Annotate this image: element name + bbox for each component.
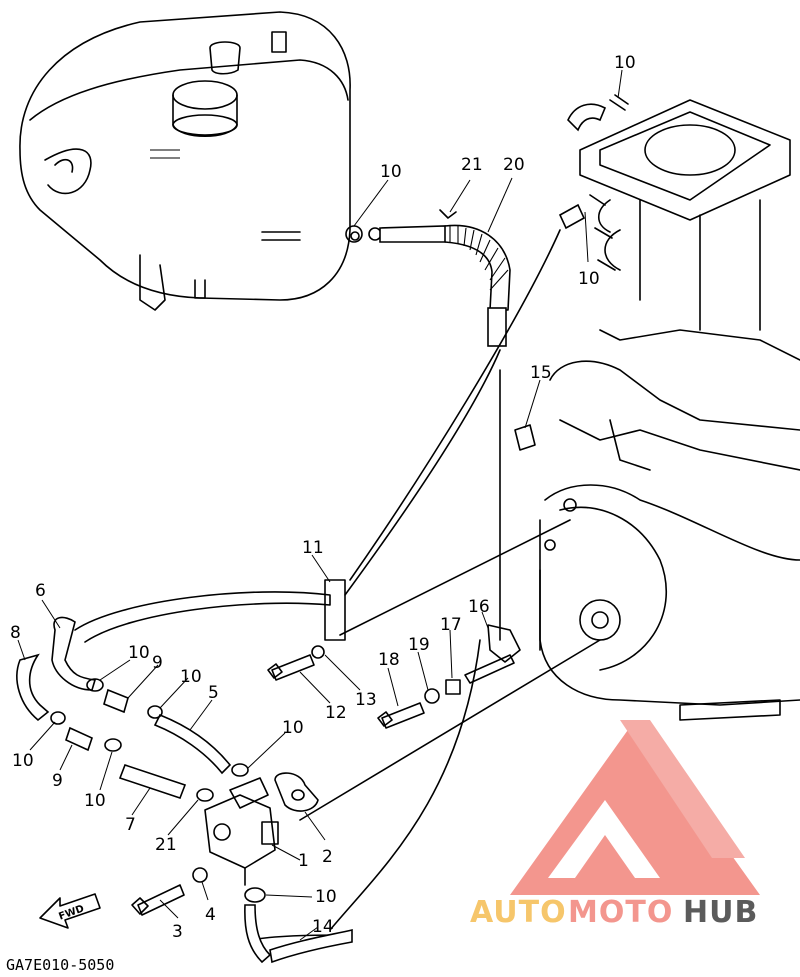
logo-text-auto: AUTO: [470, 895, 567, 930]
callout-18: 18: [378, 650, 400, 670]
callout-16: 16: [468, 597, 490, 617]
logo-text-hub: HUB: [683, 895, 758, 930]
callout-11: 11: [302, 538, 324, 558]
callout-10-tank-clamp: 10: [380, 162, 402, 182]
callout-12: 12: [325, 703, 347, 723]
fuel-hoses: [16, 616, 353, 964]
callout-7: 7: [125, 815, 136, 835]
small-parts: [50, 231, 536, 916]
callout-10-center: 10: [282, 718, 304, 738]
callout-10-fuelcock: 10: [315, 887, 337, 907]
fuel-lines: [74, 229, 601, 941]
callout-10-carb-top: 10: [614, 53, 636, 73]
engine-crankcase: [539, 329, 800, 721]
callout-9-lower: 9: [52, 771, 63, 791]
leader-lines: [17, 69, 623, 941]
callout-17: 17: [440, 615, 462, 635]
callout-6: 6: [35, 581, 46, 601]
callout-20: 20: [503, 155, 525, 175]
callout-13: 13: [355, 690, 377, 710]
callout-labels: 10 21 20 10 10 15 11 6 8 10 9 10 5 10 9 …: [10, 53, 636, 942]
callout-9-upper: 9: [152, 653, 163, 673]
callout-10-carb-side: 10: [578, 269, 600, 289]
callout-10-mid: 10: [180, 667, 202, 687]
callout-3: 3: [172, 922, 183, 942]
part-code: GA7E010-5050: [6, 956, 114, 974]
callout-5: 5: [208, 683, 219, 703]
callout-10-bottom-left: 10: [84, 791, 106, 811]
logo-text-moto: MOTO: [568, 895, 673, 930]
callout-2: 2: [322, 847, 333, 867]
fuel-tank: [19, 11, 351, 311]
fuel-cock: [204, 777, 279, 886]
callout-15: 15: [530, 363, 552, 383]
automotohub-logo: AUTO MOTO HUB: [470, 720, 760, 930]
callout-21-top: 21: [461, 155, 483, 175]
carburetor-intake: [558, 94, 791, 331]
callout-19: 19: [408, 635, 430, 655]
callout-14: 14: [312, 917, 334, 937]
tank-vent-hose-assembly: [345, 209, 511, 347]
callout-4: 4: [205, 905, 216, 925]
fwd-arrow: FWD: [39, 893, 101, 929]
callout-10-left-lower: 10: [12, 751, 34, 771]
callout-8: 8: [10, 623, 21, 643]
callout-10-left-upper: 10: [128, 643, 150, 663]
callout-1: 1: [298, 851, 309, 871]
callout-21-bottom: 21: [155, 835, 177, 855]
